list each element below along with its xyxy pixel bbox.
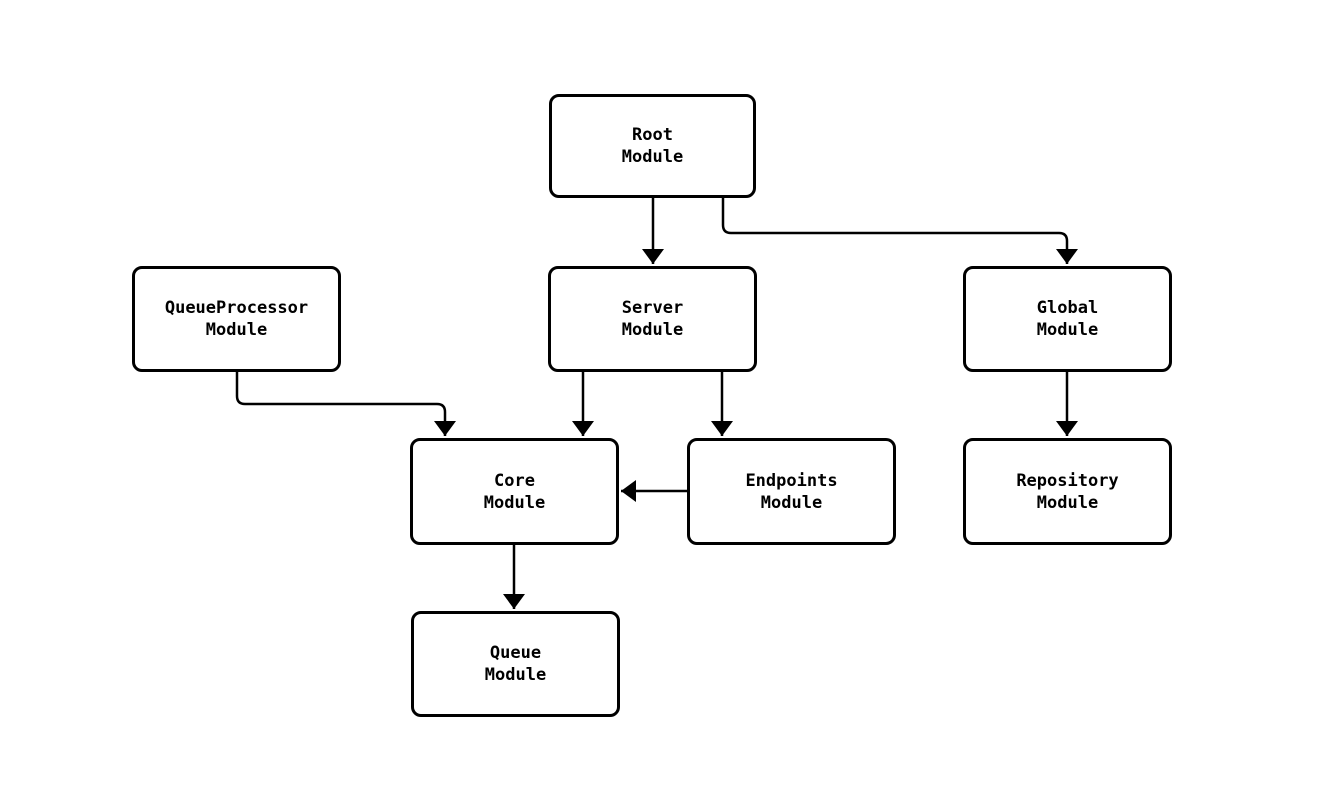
node-label-line: Module [760, 492, 823, 513]
node-label-line: Queue [489, 643, 542, 663]
node-label-line: Module [1036, 492, 1099, 513]
node-label-line: Module [621, 147, 684, 167]
node-label-line: Endpoints [745, 470, 838, 491]
edge-root-module-to-global-module [721, 198, 1078, 264]
node-label-line: Server [621, 298, 684, 318]
edge-queueprocessor-module-to-core-module [235, 372, 456, 436]
node-label-line: Root [632, 125, 673, 145]
node-label-line: Module [483, 492, 546, 513]
node-label-line: Module [1036, 320, 1099, 340]
node-label-line: Module [621, 320, 684, 340]
node-label-line: QueueProcessor [164, 298, 309, 318]
node-label-line: Module [205, 320, 268, 340]
node-label-line: Global [1036, 298, 1099, 318]
node-label-line: Core [494, 470, 535, 491]
node-label-line: Module [484, 665, 547, 685]
node-label-line: Repository [1016, 470, 1119, 491]
